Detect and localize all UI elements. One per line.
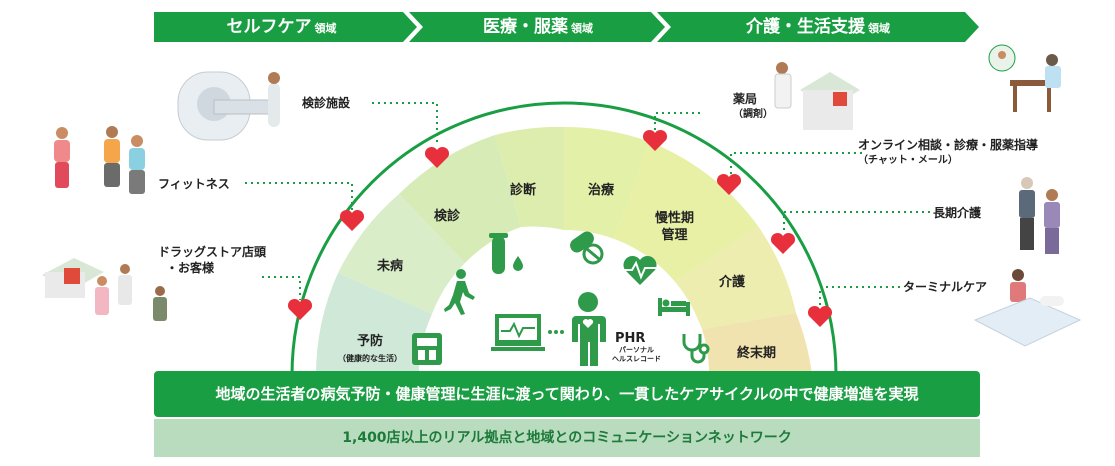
drugstore-illustration [42,258,167,321]
heart-icon [770,232,796,254]
chevron-care [657,12,979,42]
service-health-checkup: 検診施設 [302,96,351,110]
stage-diagnosis: 診断 [510,183,537,198]
test-tube-icon [489,233,523,274]
service-pharmacy: 薬局 （調剤） [733,91,773,123]
online-consult-illustration [988,44,1061,112]
domain-label-medical: 医療・服薬領域 [483,17,593,37]
service-pharmacy-line2: （調剤） [733,109,773,120]
stage-prevention: 予防 （健康的な生活） [338,334,402,363]
stethoscope-icon [682,334,710,364]
walking-person-icon [444,269,475,315]
service-fitness: フィットネス [158,177,230,191]
domain-label-care: 介護・生活支援領域 [746,17,890,37]
stage-chronic-management: 慢性期 管理 [655,211,695,243]
service-long-term-care: 長期介護 [933,206,982,220]
service-drugstore-line1: ドラッグストア店頭 [158,245,267,259]
service-online-consult-line2: （チャット・メール） [858,155,958,166]
outer-arc [290,101,838,376]
service-drugstore-line2: ・お客様 [166,261,215,275]
long-term-care-illustration [1019,177,1060,254]
heart-icon [642,129,668,151]
stage-treatment: 治療 [588,183,615,198]
stage-end-of-life: 終末期 [737,346,777,361]
service-online-consult-line1: オンライン相談・診療・服薬指導 [858,138,1039,152]
mission-banner: 地域の生活者の病気予防・健康管理に生涯に渡って関わり、一貫したケアサイクルの中で… [154,371,980,417]
chevron-medical [409,12,665,42]
bed-icon [658,298,690,316]
chevron-selfcare [154,12,417,42]
person-icon [572,292,606,366]
service-pharmacy-line1: 薬局 [733,92,758,106]
monitor-icon [491,314,545,351]
terminal-care-illustration [973,269,1082,347]
stage-care: 介護 [719,275,746,290]
heart-icon [339,209,365,231]
heart-icon [807,305,833,327]
connectors [245,102,930,305]
connection-dots [548,330,564,334]
service-online-consult: オンライン相談・診療・服薬指導 （チャット・メール） [858,137,1038,169]
heart-icon [716,173,742,195]
pills-icon [570,231,604,265]
body-scale-icon [412,333,442,365]
heart-markers [287,129,833,327]
service-terminal-care: ターミナルケア [903,280,988,294]
heart-icon [287,298,313,320]
pharmacy-illustration [774,62,860,130]
heart-pulse-icon [623,255,657,285]
stage-pre-disease: 未病 [377,259,404,274]
network-banner: 1,400店以上のリアル拠点と地域とのコミュニケーションネットワーク [154,419,980,457]
stage-band [316,126,812,375]
mri-scanner-illustration [177,71,280,141]
fitness-people-illustration [54,126,145,194]
phr-sublabel: パーソナル ヘルスレコード [612,346,661,363]
stage-checkup: 検診 [434,209,461,224]
domain-chevron-bar [154,12,979,42]
service-drugstore: ドラッグストア店頭 ・お客様 [158,244,266,276]
phr-label: PHR [615,331,646,346]
domain-label-selfcare: セルフケア領域 [226,17,337,37]
heart-icon [424,146,450,168]
